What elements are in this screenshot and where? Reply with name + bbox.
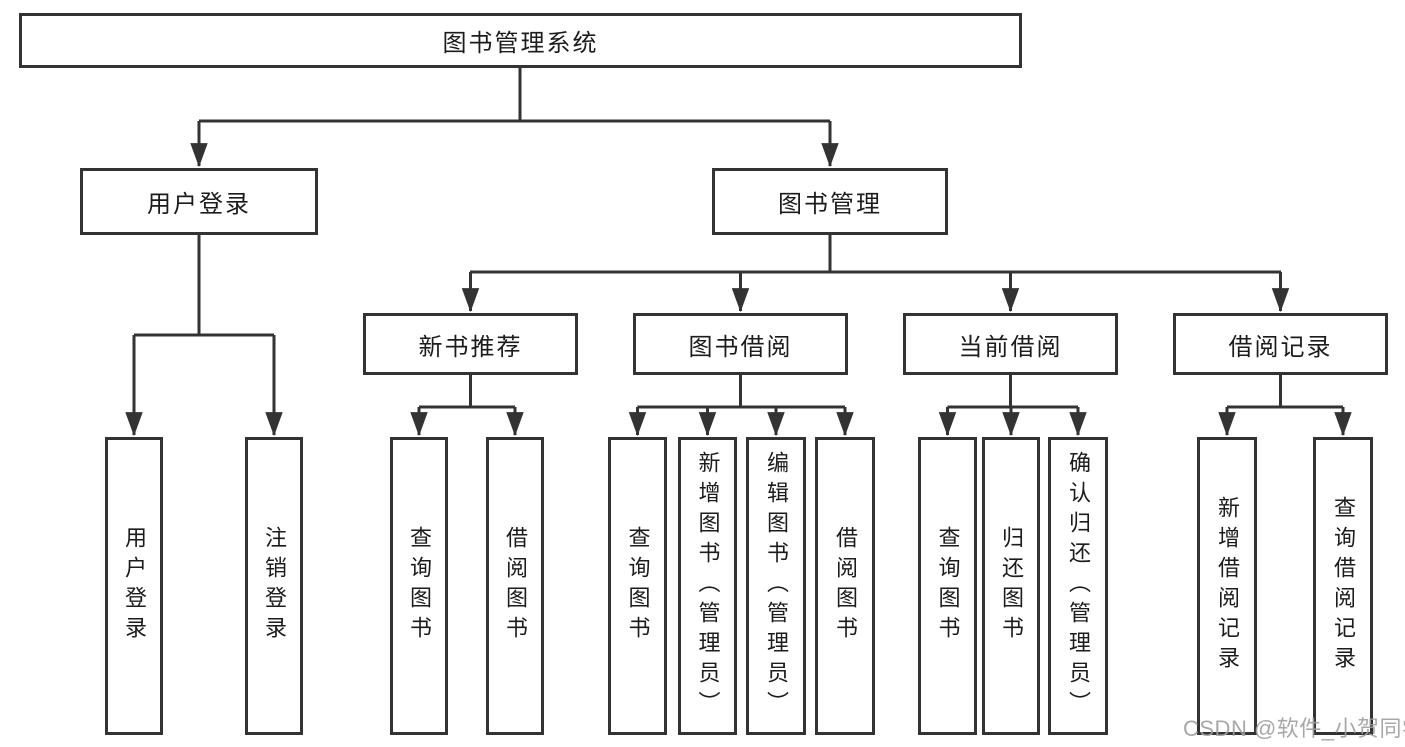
leaf-add-borrow-record: 新增借阅记录 xyxy=(1197,437,1257,735)
leaf-edit-books-admin: 编辑图书（管理员） xyxy=(746,437,806,735)
connector-book-management-children xyxy=(461,235,1290,313)
leaf-query-books-recommend: 查询图书 xyxy=(390,437,448,735)
node-book-management: 图书管理 xyxy=(712,168,948,235)
connector-root-to-level2 xyxy=(190,68,839,168)
connector-current-borrow-children xyxy=(938,375,1087,437)
node-book-borrow: 图书借阅 xyxy=(633,313,848,375)
connector-book-borrow-children xyxy=(628,375,854,437)
leaf-return-books: 归还图书 xyxy=(982,437,1040,735)
connector-new-book-recommend-children xyxy=(410,375,524,437)
leaf-query-books-borrow: 查询图书 xyxy=(608,437,667,735)
node-user-login: 用户登录 xyxy=(80,168,318,235)
leaf-query-borrow-record: 查询借阅记录 xyxy=(1313,437,1373,735)
connector-user-login-children xyxy=(125,235,283,437)
leaf-confirm-return-admin: 确认归还（管理员） xyxy=(1048,437,1108,735)
node-new-book-recommend: 新书推荐 xyxy=(363,313,578,375)
leaf-borrow-books: 借阅图书 xyxy=(815,437,875,735)
leaf-user-login: 用户登录 xyxy=(105,437,163,735)
node-current-borrow: 当前借阅 xyxy=(903,313,1118,375)
leaf-add-books-admin: 新增图书（管理员） xyxy=(678,437,737,735)
leaf-borrow-books-recommend: 借阅图书 xyxy=(486,437,544,735)
node-root-library-system: 图书管理系统 xyxy=(19,13,1022,68)
node-borrow-records: 借阅记录 xyxy=(1173,313,1388,375)
csdn-watermark: CSDN @软件_小贺同学 xyxy=(1183,716,1405,741)
leaf-query-books-current: 查询图书 xyxy=(918,437,977,735)
leaf-logout: 注销登录 xyxy=(245,437,303,735)
connector-borrow-records-children xyxy=(1218,375,1352,437)
